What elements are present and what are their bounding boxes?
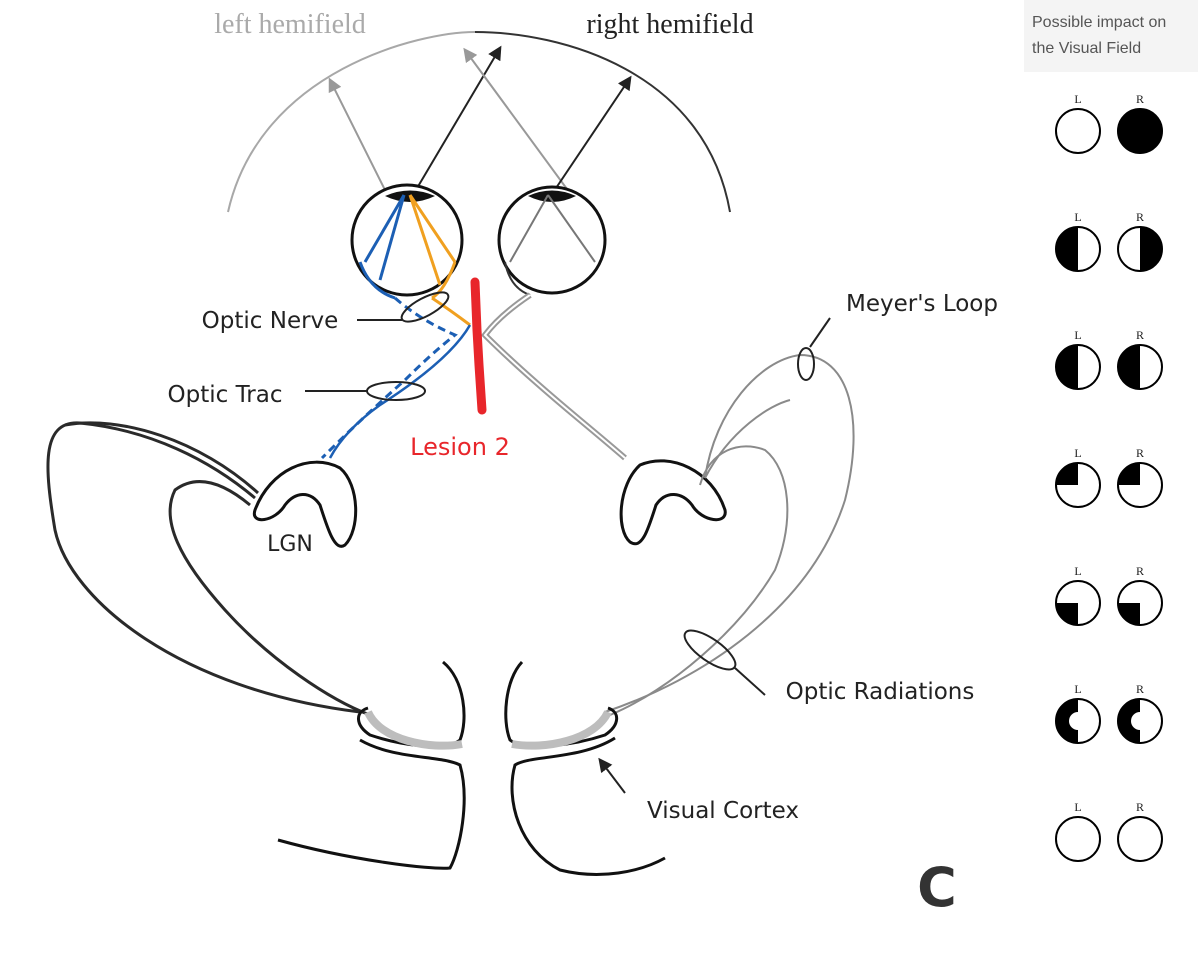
legend-left-field-circle	[1055, 580, 1101, 626]
left-hemifield-label: left hemifield	[214, 9, 366, 40]
optic-radiations-label: Optic Radiations	[786, 679, 975, 705]
legend-right-eye-letter: R	[1136, 92, 1144, 106]
legend-right-eye-letter: R	[1136, 682, 1144, 696]
legend-right-eye-letter: R	[1136, 564, 1144, 578]
legend-right-field-deficit	[1118, 699, 1140, 743]
lesion-label: Lesion 2	[410, 433, 510, 461]
legend-left-eye-letter: L	[1074, 210, 1081, 224]
optic-tract-label: Optic Trac	[168, 382, 283, 408]
legend-left-field-circle	[1055, 226, 1101, 272]
lgn-label: LGN	[267, 532, 313, 557]
visual-cortex-pointer	[598, 757, 626, 794]
legend-right-field-circle	[1117, 816, 1163, 862]
legend-title-line2: the Visual Field	[1032, 40, 1141, 57]
legend-right-field-circle	[1117, 580, 1163, 626]
legend-left-field-circle	[1055, 698, 1101, 744]
optic-radiations-marker	[683, 629, 737, 671]
optic-tract-marker	[366, 381, 426, 401]
legend-left-field-deficit	[1056, 463, 1078, 485]
legend-left-field-deficit	[1056, 227, 1078, 271]
legend-left-field-deficit	[1056, 345, 1078, 389]
legend-right-field-circle	[1117, 108, 1163, 154]
legend-right-eye-letter: R	[1136, 446, 1144, 460]
left-eye	[350, 183, 464, 300]
legend-right-field-circle	[1117, 226, 1163, 272]
lesion-mark	[470, 277, 487, 415]
legend-right-field-circle	[1117, 462, 1163, 508]
legend-title-line1: Possible impact on	[1032, 14, 1166, 31]
meyers-loop-pointer	[809, 317, 831, 348]
legend-header-background	[1024, 0, 1198, 72]
right-hemifield-label: right hemifield	[586, 9, 753, 40]
legend-right-field-deficit	[1118, 603, 1140, 625]
right-occipital-lobe	[504, 660, 666, 876]
optic-pathway-fibers	[320, 292, 627, 461]
legend-left-eye-letter: L	[1074, 446, 1081, 460]
right-lgn	[619, 459, 727, 546]
legend-left-field-deficit	[1056, 699, 1078, 743]
right-optic-radiations	[604, 353, 855, 716]
legend-left-eye-letter: L	[1074, 92, 1081, 106]
legend-left-eye-letter: L	[1074, 682, 1081, 696]
light-rays	[328, 45, 632, 211]
legend-left-eye-letter: L	[1074, 328, 1081, 342]
optic-radiations-pointer	[734, 667, 766, 696]
legend-right-field-circle	[1117, 698, 1163, 744]
visual-field-legend: L R L R L R L R L R L R L R	[1055, 92, 1163, 862]
visual-cortex-label: Visual Cortex	[647, 798, 799, 824]
legend-right-field-circle	[1117, 344, 1163, 390]
legend-right-eye-letter: R	[1136, 210, 1144, 224]
legend-right-field-deficit	[1140, 227, 1162, 271]
legend-left-field-deficit	[1056, 603, 1078, 625]
optic-nerve-marker	[400, 291, 450, 323]
meyers-loop-marker	[797, 347, 815, 381]
left-optic-radiations	[46, 421, 371, 717]
legend-right-field-deficit	[1118, 109, 1162, 153]
meyers-loop-label: Meyer's Loop	[846, 291, 998, 317]
legend-right-field-deficit	[1118, 463, 1140, 485]
right-eye	[497, 185, 607, 296]
legend-left-eye-letter: L	[1074, 564, 1081, 578]
legend-left-field-circle	[1055, 462, 1101, 508]
legend-left-field-circle	[1055, 816, 1101, 862]
legend-left-field-circle	[1055, 108, 1101, 154]
legend-right-field-deficit	[1118, 345, 1140, 389]
left-occipital-lobe	[277, 660, 466, 870]
visual-field-arc	[227, 31, 731, 213]
optic-nerve-label: Optic Nerve	[202, 308, 339, 334]
legend-right-eye-letter: R	[1136, 328, 1144, 342]
legend-right-eye-letter: R	[1136, 800, 1144, 814]
legend-left-eye-letter: L	[1074, 800, 1081, 814]
left-lgn	[252, 460, 358, 548]
legend-left-field-circle	[1055, 344, 1101, 390]
panel-letter: C	[917, 856, 957, 919]
